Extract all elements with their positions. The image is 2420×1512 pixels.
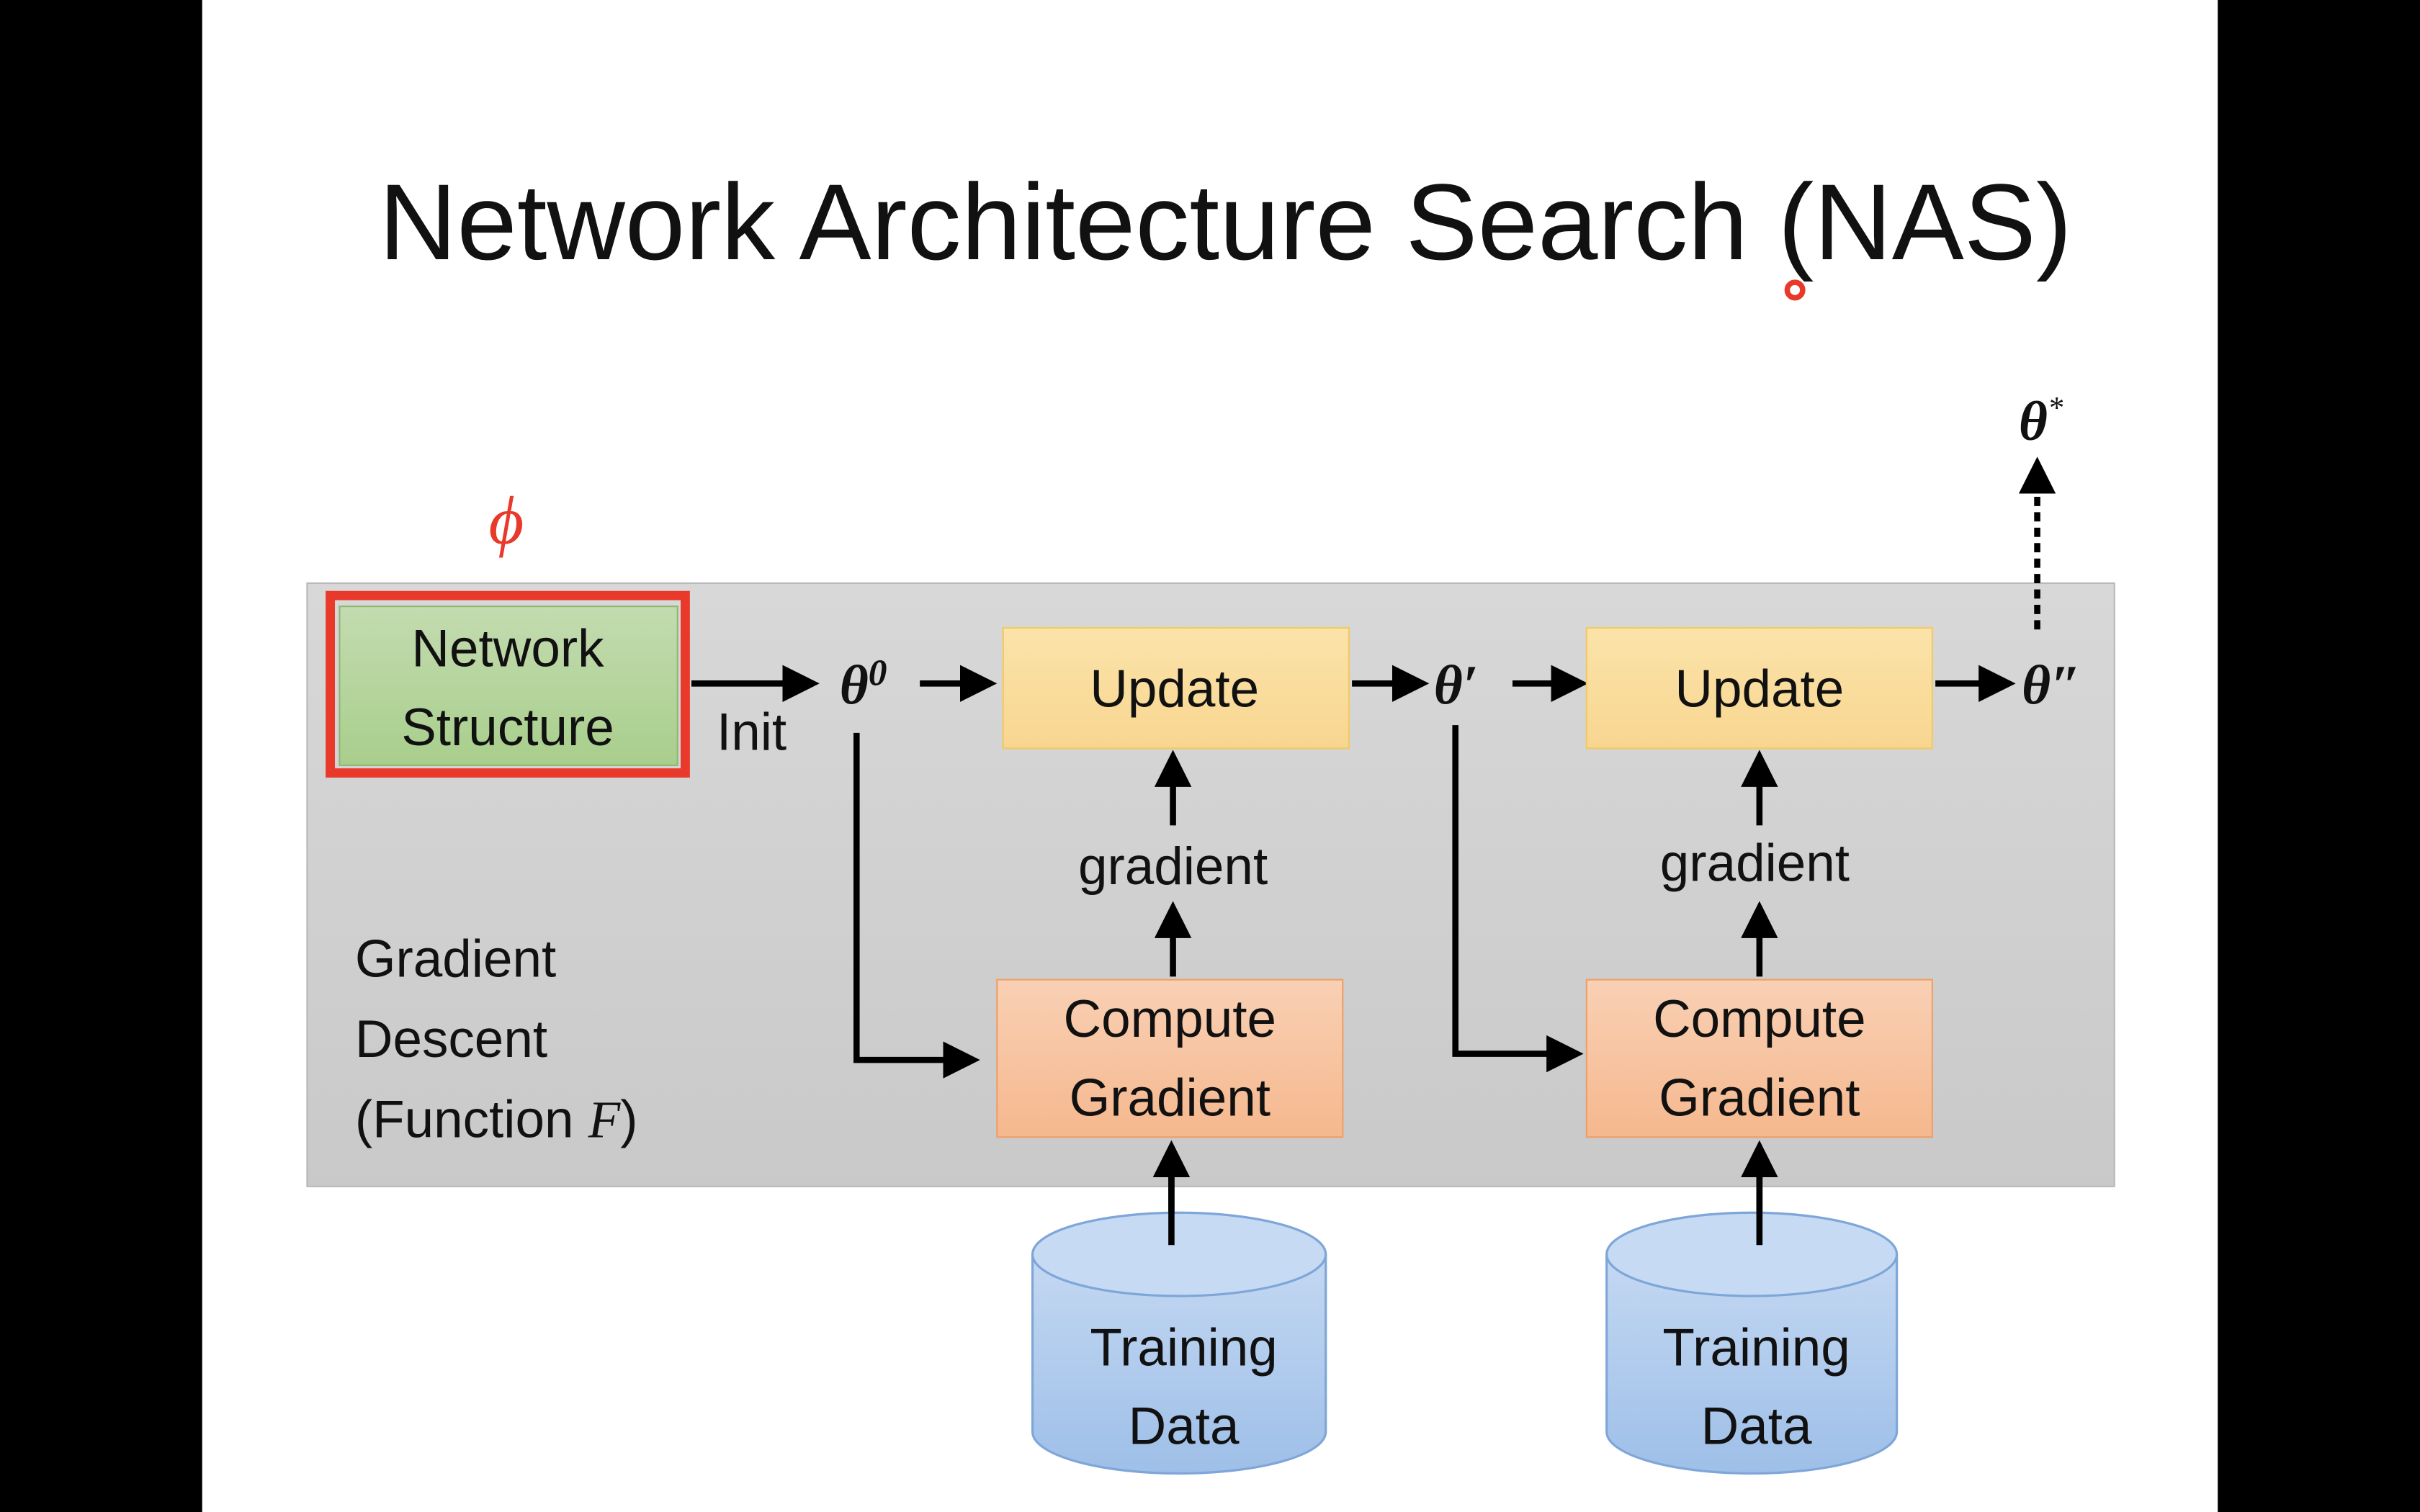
svg-text:Gradient: Gradient xyxy=(1070,1068,1270,1127)
svg-text:Descent: Descent xyxy=(355,1010,547,1068)
compute-gradient-box-1: Compute Gradient xyxy=(996,978,1344,1138)
svg-text:Training: Training xyxy=(1090,1318,1277,1377)
gradient-descent-label: Gradient Descent (Function F) xyxy=(355,930,638,1148)
training-data-cylinder-1: Training Data xyxy=(1031,1211,1327,1475)
svg-text:Network: Network xyxy=(411,620,604,678)
training-data-cylinder-2: Training Data xyxy=(1605,1211,1899,1475)
svg-text:Structure: Structure xyxy=(401,698,614,757)
svg-text:Update: Update xyxy=(1675,660,1844,718)
svg-text:Compute: Compute xyxy=(1653,990,1866,1048)
update-box-2: Update xyxy=(1585,627,1933,750)
right-letterbox xyxy=(2218,0,2420,1512)
svg-text:Gradient: Gradient xyxy=(355,930,556,988)
network-structure-box: Network Structure xyxy=(326,590,690,778)
compute-gradient-box-2: Compute Gradient xyxy=(1585,978,1933,1138)
svg-text:Data: Data xyxy=(1129,1398,1240,1456)
left-letterbox xyxy=(0,0,202,1512)
theta-double-prime: θ″ xyxy=(2022,654,2081,716)
svg-text:(Function F): (Function F) xyxy=(355,1090,638,1148)
theta-star: θ* xyxy=(2019,390,2063,452)
theta-prime: θ′ xyxy=(1434,654,1479,716)
theta-0: θ0 xyxy=(840,652,887,716)
svg-text:Gradient: Gradient xyxy=(1659,1068,1860,1127)
laser-pointer-icon xyxy=(1784,279,1806,301)
svg-text:Data: Data xyxy=(1701,1398,1812,1456)
slide-title: Network Architecture Search (NAS) xyxy=(379,161,2072,282)
init-label: Init xyxy=(717,703,786,761)
svg-text:Training: Training xyxy=(1662,1318,1850,1377)
update-box-1: Update xyxy=(1002,627,1350,750)
svg-text:Update: Update xyxy=(1090,660,1259,718)
svg-text:Compute: Compute xyxy=(1063,990,1276,1048)
phi-label: ϕ xyxy=(488,483,524,558)
gradient-label-1: gradient xyxy=(1078,837,1268,896)
gradient-label-2: gradient xyxy=(1660,834,1850,893)
